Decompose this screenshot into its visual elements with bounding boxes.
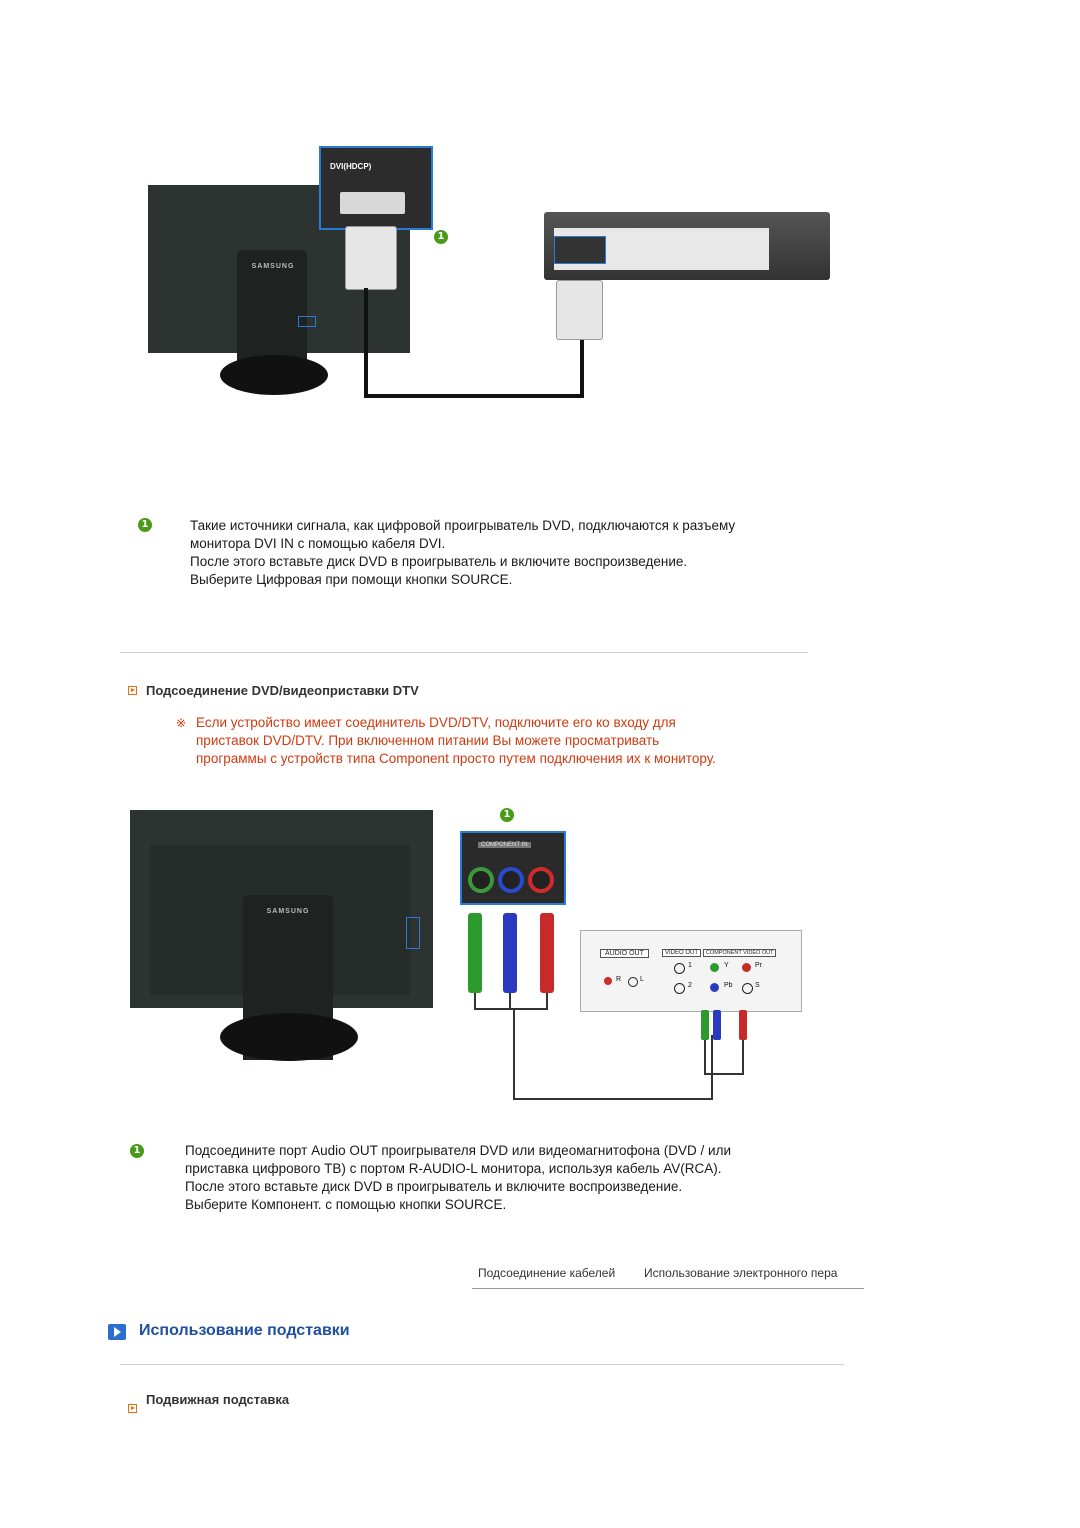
pr-jack-icon	[742, 963, 751, 972]
marker-1-icon: 1	[500, 808, 514, 822]
plug-red-small	[739, 1010, 747, 1040]
section-bullet-icon	[128, 1404, 137, 1413]
dvi-cable-segment	[364, 288, 368, 398]
dvd-rear-panel	[580, 930, 802, 1012]
video-out-label: VIDEO OUT	[662, 949, 702, 957]
dvi-instructions: Такие источники сигнала, как цифровой пр…	[190, 517, 830, 589]
plug-green-small	[701, 1010, 709, 1040]
cable-line	[711, 1035, 713, 1100]
pr-label: Pr	[755, 962, 762, 969]
y-label: Y	[724, 962, 729, 969]
audio-r-jack-icon	[604, 977, 612, 985]
dvd-dvi-port-highlight	[554, 236, 606, 264]
component-instructions: Подсоедините порт Audio OUT проигрывател…	[185, 1142, 825, 1214]
cable-line	[513, 1098, 713, 1100]
dvi-inset-panel	[319, 146, 433, 230]
marker-1-icon: 1	[130, 1144, 144, 1158]
plug-red	[540, 913, 554, 993]
jack-green-icon	[468, 867, 494, 893]
section-title: Использование подставки	[139, 1322, 350, 1339]
cable-line	[513, 1008, 515, 1100]
dvi-cable	[364, 340, 584, 398]
monitor-base	[220, 1013, 358, 1061]
pb-label: Pb	[724, 982, 733, 989]
y-jack-icon	[710, 963, 719, 972]
cable-line	[474, 1008, 548, 1010]
instruction-line: монитора DVI IN с помощью кабеля DVI.	[190, 536, 446, 551]
note-line: приставок DVD/DTV. При включенном питани…	[196, 733, 660, 748]
cable-line	[546, 993, 548, 1008]
plug-blue	[503, 913, 517, 993]
audio-r-label: R	[616, 976, 622, 983]
nav-link-cable-connection[interactable]: Подсоединение кабелей	[478, 1266, 616, 1280]
plug-green	[468, 913, 482, 993]
cable-line	[474, 993, 476, 1008]
s-jack-icon	[742, 983, 753, 994]
video-2-label: 2	[688, 982, 692, 989]
jack-blue-icon	[498, 867, 524, 893]
instruction-line: Подсоедините порт Audio OUT проигрывател…	[185, 1143, 731, 1158]
monitor-brand: SAMSUNG	[251, 263, 295, 270]
audio-l-jack-icon	[628, 977, 638, 987]
pb-jack-icon	[710, 983, 719, 992]
dvi-connection-diagram: SAMSUNG DVI(HDCP) 1	[140, 140, 840, 410]
instruction-line: После этого вставьте диск DVD в проигрыв…	[185, 1179, 683, 1194]
note-line: Если устройство имеет соединитель DVD/DT…	[196, 715, 676, 730]
audio-out-label: AUDIO OUT	[600, 949, 649, 958]
dvi-plug-monitor	[345, 226, 397, 290]
audio-l-label: L	[640, 976, 644, 983]
cable-line	[742, 1040, 744, 1075]
marker-1-icon: 1	[138, 518, 152, 532]
video-2-jack-icon	[674, 983, 685, 994]
instruction-line: Выберите Компонент. с помощью кнопки SOU…	[185, 1197, 507, 1212]
s-label: S	[755, 982, 760, 989]
component-connection-diagram: SAMSUNG 1 COMPONENT IN AUDIO OUT VIDEO O…	[128, 805, 808, 1105]
dvi-plug-player	[556, 280, 603, 340]
video-1-jack-icon	[674, 963, 685, 974]
section-bullet-icon	[128, 686, 137, 695]
monitor-base	[220, 355, 328, 395]
nav-bar: Подсоединение кабелей Использование элек…	[472, 1262, 864, 1289]
instruction-line: приставка цифрового ТВ) с портом R-AUDIO…	[185, 1161, 722, 1176]
section-heading: Подсоединение DVD/видеоприставки DTV	[146, 683, 419, 698]
component-video-out-label: COMPONENT VIDEO OUT	[703, 949, 777, 957]
divider	[120, 652, 808, 653]
cable-line	[704, 1073, 744, 1075]
section-title-icon	[108, 1324, 126, 1340]
monitor-brand: SAMSUNG	[266, 908, 310, 915]
note-symbol: ※	[176, 716, 187, 730]
video-1-label: 1	[688, 962, 692, 969]
jack-red-icon	[528, 867, 554, 893]
nav-link-electronic-pen[interactable]: Использование электронного пера	[644, 1266, 838, 1280]
divider	[120, 1364, 844, 1365]
note-text: Если устройство имеет соединитель DVD/DT…	[196, 714, 816, 768]
cable-line	[704, 1040, 706, 1075]
instruction-line: Выберите Цифровая при помощи кнопки SOUR…	[190, 572, 513, 587]
sub-heading: Подвижная подставка	[146, 1392, 290, 1407]
cable-line	[509, 993, 511, 1008]
plug-blue-small	[713, 1010, 721, 1040]
note-line: программы с устройств типа Component про…	[196, 751, 716, 766]
instruction-line: Такие источники сигнала, как цифровой пр…	[190, 518, 736, 533]
marker-1-icon: 1	[434, 230, 448, 244]
component-port-highlight	[406, 917, 420, 949]
dvi-panel-label: DVI(HDCP)	[330, 162, 372, 171]
component-label: COMPONENT IN	[478, 842, 531, 848]
dvi-port-highlight	[298, 316, 316, 327]
dvi-port-icon	[340, 192, 405, 214]
instruction-line: После этого вставьте диск DVD в проигрыв…	[190, 554, 688, 569]
